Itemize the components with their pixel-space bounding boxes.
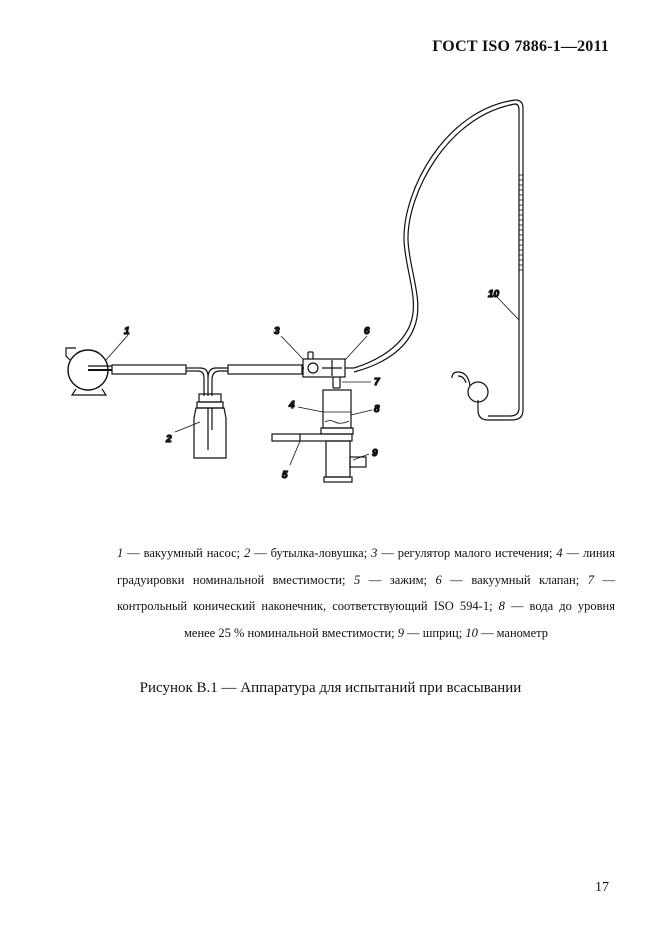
label-5: 5 bbox=[282, 470, 288, 481]
manometer bbox=[451, 99, 524, 421]
legend-num-10: 10 bbox=[465, 625, 478, 640]
legend-num-7: 7 bbox=[587, 572, 594, 587]
manometer-tube bbox=[353, 99, 516, 373]
legend-num-3: 3 bbox=[371, 546, 378, 560]
page-number: 17 bbox=[595, 880, 609, 895]
legend-num-6: 6 bbox=[435, 572, 442, 587]
legend-text-2: — бутылка-ловушка; bbox=[250, 546, 372, 560]
legend-text-9: — шприц; bbox=[404, 625, 466, 640]
legend-num-8: 8 bbox=[498, 599, 505, 613]
legend-num-1: 1 bbox=[117, 546, 124, 560]
document-header: ГОСТ ISO 7886-1—2011 bbox=[432, 38, 609, 55]
apparatus-diagram: 1 2 3 4 5 6 7 8 9 10 bbox=[65, 99, 524, 483]
flow-regulator bbox=[302, 351, 354, 389]
label-7: 7 bbox=[374, 377, 380, 388]
legend-num-4: 4 bbox=[556, 546, 563, 560]
legend-text-3: — регулятор малого истечения; bbox=[377, 546, 557, 560]
legend-text-10: — манометр bbox=[477, 625, 548, 640]
label-8: 8 bbox=[374, 404, 380, 415]
legend-num-2: 2 bbox=[244, 546, 251, 560]
label-9: 9 bbox=[372, 448, 378, 459]
rubber-tube-2 bbox=[227, 364, 304, 375]
label-4: 4 bbox=[288, 400, 295, 411]
figure-legend: 1 — вакуумный насос; 2 — бутылка-ловушка… bbox=[117, 540, 615, 646]
legend-text-4: — линия градуировки номинальной вместимо… bbox=[117, 546, 615, 587]
label-1: 1 bbox=[124, 326, 130, 337]
apparatus-figure: 1 2 3 4 5 6 7 8 9 10 bbox=[65, 99, 524, 483]
trap-bottle bbox=[193, 393, 227, 459]
legend-text-6: — вакуумный клапан; bbox=[441, 572, 588, 587]
label-2: 2 bbox=[165, 434, 172, 445]
leader-lines bbox=[105, 296, 520, 466]
vacuum-pump bbox=[65, 347, 112, 396]
label-6: 6 bbox=[364, 326, 370, 337]
legend-text-8: — вода до уровня менее 25 % номинальной … bbox=[183, 599, 615, 640]
figure-caption: Рисунок В.1 — Аппаратура для испытаний п… bbox=[139, 680, 522, 696]
legend-text-1: — вакуумный насос; bbox=[123, 546, 245, 560]
label-3: 3 bbox=[274, 326, 280, 337]
legend-text-5: — зажим; bbox=[360, 572, 436, 587]
syringe bbox=[271, 389, 367, 483]
legend-text-7: — контрольный конический наконечник, соо… bbox=[117, 572, 615, 614]
label-10: 10 bbox=[488, 289, 500, 300]
rubber-tube-1 bbox=[111, 364, 228, 396]
legend-num-5: 5 bbox=[354, 572, 361, 587]
legend-num-9: 9 bbox=[397, 625, 405, 640]
